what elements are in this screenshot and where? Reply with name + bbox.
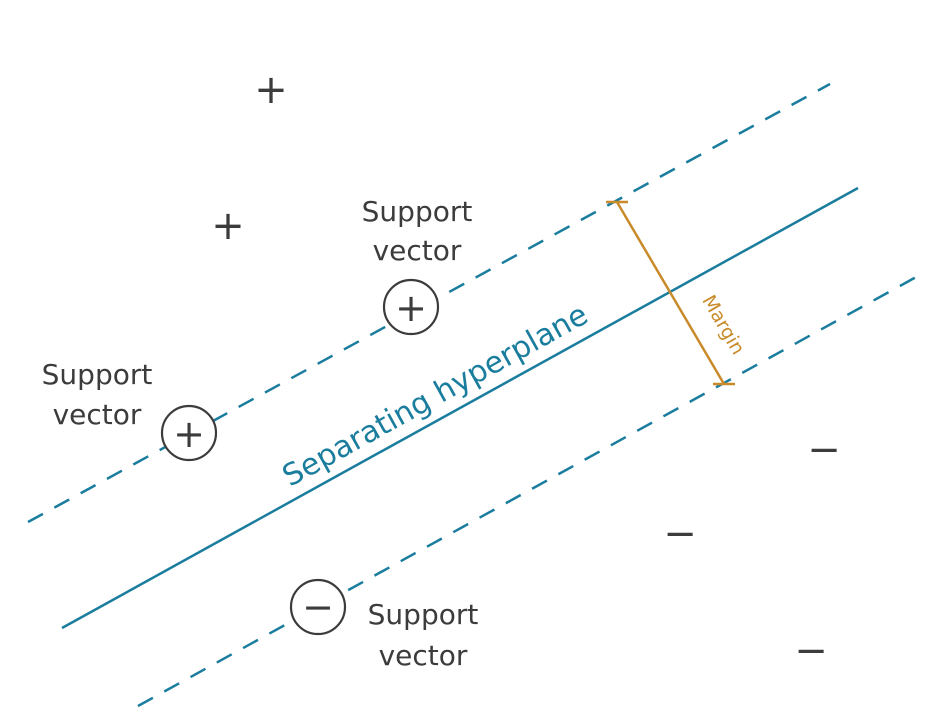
hyperplane-label: Separating hyperplane — [277, 297, 594, 494]
margin-label: Margin — [697, 291, 749, 358]
support-vector-label-left-line2: vector — [53, 398, 142, 431]
positive-point: + — [211, 203, 245, 249]
support-vector-label-left-line1: Support — [42, 358, 153, 391]
support-vector-circle — [289, 578, 347, 636]
support-vector-symbol: + — [173, 412, 205, 456]
support-vector-positive-top: + — [382, 278, 440, 336]
support-vector-label-top-line1: Support — [362, 195, 473, 228]
support-vector-circle — [160, 404, 218, 462]
support-vector-label-top-line2: vector — [373, 234, 462, 267]
negative-point: − — [807, 427, 841, 473]
margin-line — [615, 201, 726, 385]
positive-point: + — [254, 67, 288, 113]
support-vector-label-bottom-line1: Support — [368, 598, 479, 631]
support-vector-circle — [382, 278, 440, 336]
support-vector-negative: − — [289, 578, 347, 636]
separating-hyperplane-line — [61, 186, 859, 630]
negative-point: − — [794, 628, 828, 674]
negative-point: − — [663, 511, 697, 557]
support-vector-symbol: − — [302, 585, 334, 629]
support-vector-symbol: + — [395, 286, 427, 330]
support-vector-label-bottom-line2: vector — [379, 639, 468, 672]
support-vector-positive-left: + — [160, 404, 218, 462]
